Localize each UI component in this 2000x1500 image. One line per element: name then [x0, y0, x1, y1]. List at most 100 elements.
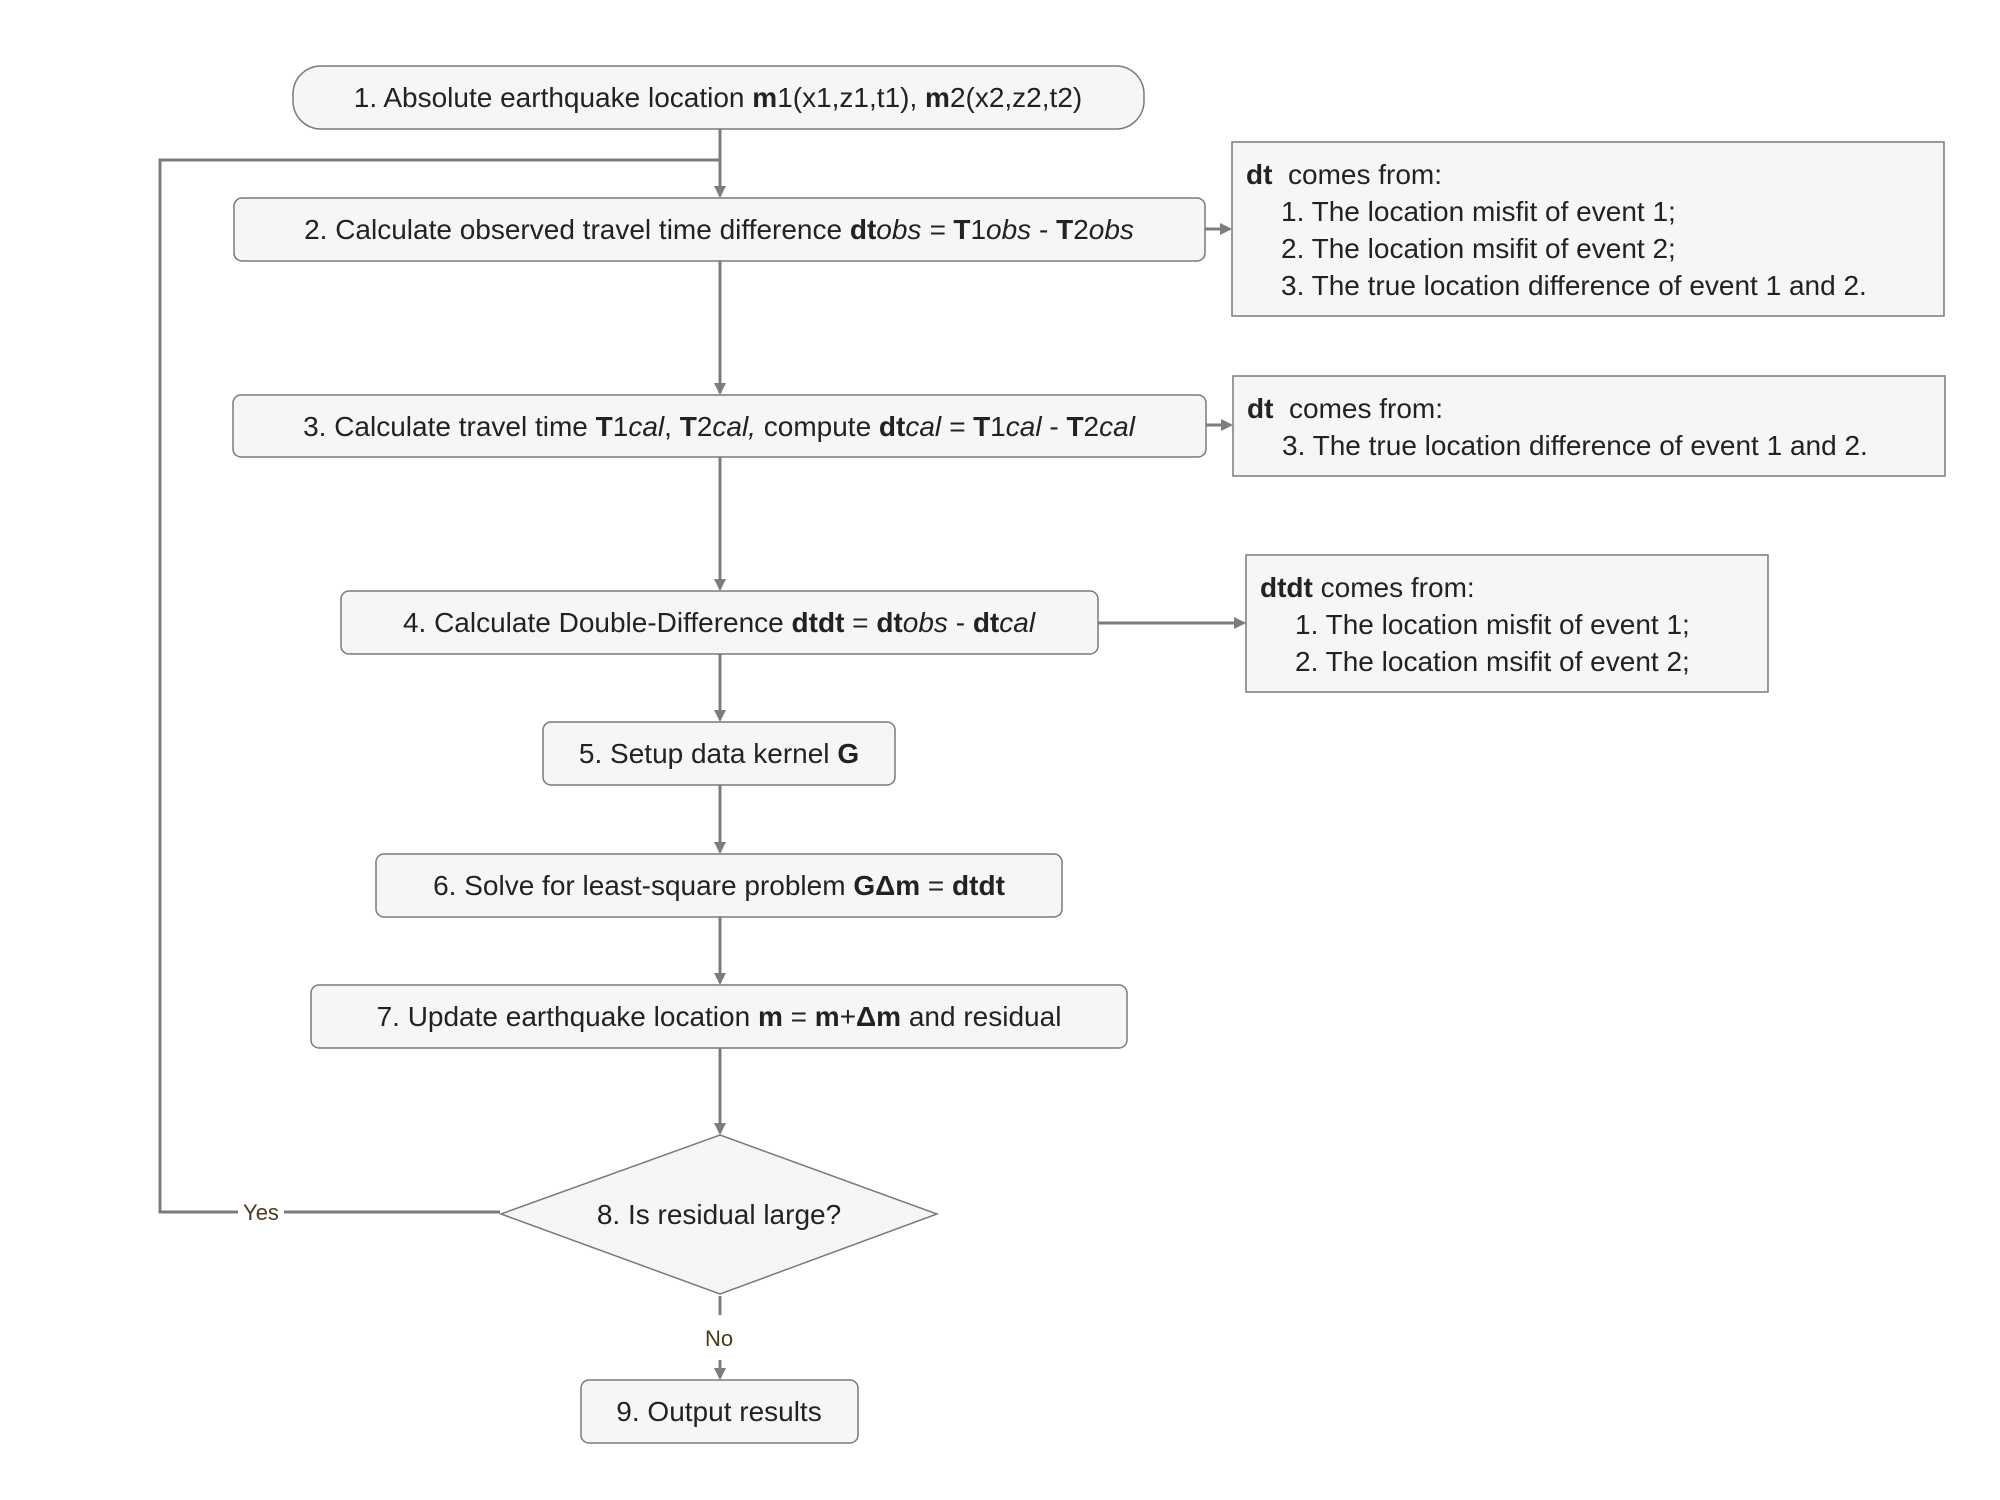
- step-4-text: 4. Calculate Double-Difference dtdt = dt…: [403, 607, 1036, 638]
- step-1-text-run-4: m: [925, 82, 950, 113]
- step-1-text-run-1: 1. Absolute earthquake location: [354, 82, 753, 113]
- no-label: No: [705, 1326, 733, 1351]
- step-2-text-run-1: 2. Calculate observed travel time differ…: [304, 214, 850, 245]
- step-1-box: 1. Absolute earthquake location m1(x1,z1…: [292, 65, 1145, 130]
- step-7-text-run-3: =: [783, 1001, 815, 1032]
- step-3-text-run-18: cal: [1099, 411, 1136, 442]
- step-7-text-run-1: 7. Update earthquake location: [377, 1001, 758, 1032]
- step-4-text-run-5: obs: [903, 607, 948, 638]
- note-3-box: dtdt comes from: 1. The location misfit …: [1245, 554, 1769, 693]
- step-7-text-run-4: m: [815, 1001, 840, 1032]
- step-3-text-run-2: T: [596, 411, 613, 442]
- step-9-text-run-1: 9. Output results: [616, 1396, 821, 1427]
- step-2-text-run-4: T: [953, 214, 970, 245]
- step-2-text-run-2: dt: [850, 214, 876, 245]
- step-7-box: 7. Update earthquake location m = m+Δm a…: [310, 984, 1128, 1049]
- note-3-line-3: 2. The location msifit of event 2;: [1295, 646, 1690, 677]
- step-5-box: 5. Setup data kernel G: [542, 721, 896, 786]
- note-1-line-4: 3. The true location difference of event…: [1281, 270, 1867, 301]
- step-9-box: 9. Output results: [580, 1379, 859, 1444]
- step-2-text-run-5: 1: [970, 214, 986, 245]
- step-6-text-run-2: GΔm: [853, 870, 920, 901]
- step-1-text-run-3: 1(x1,z1,t1),: [777, 82, 925, 113]
- note-boxes: dt comes from: 1. The location misfit of…: [1231, 141, 1946, 693]
- step-1-text: 1. Absolute earthquake location m1(x1,z1…: [354, 82, 1082, 113]
- note-1-box: dt comes from: 1. The location misfit of…: [1231, 141, 1945, 317]
- note-2-line-1: dt comes from:: [1247, 393, 1443, 424]
- step-3-text-run-4: cal: [628, 411, 665, 442]
- connectors: [158, 129, 1246, 1380]
- step-7-text-run-6: Δm: [856, 1001, 901, 1032]
- loop-yes-line-left: [158, 158, 720, 1214]
- step-6-text: 6. Solve for least-square problem GΔm = …: [433, 870, 1005, 901]
- note-3-line-1-run-1: dtdt: [1260, 572, 1313, 603]
- step-2-text-run-9: 2: [1073, 214, 1089, 245]
- step-7-text-run-7: and residual: [901, 1001, 1061, 1032]
- step-3-text-run-8: cal,: [712, 411, 756, 442]
- step-3-text-run-17: 2: [1084, 411, 1100, 442]
- step-7-text-run-2: m: [758, 1001, 783, 1032]
- note-3-line-2: 1. The location misfit of event 1;: [1295, 609, 1690, 640]
- note-2-line-1-run-2: comes from:: [1273, 393, 1443, 424]
- step-3-text-run-5: ,: [664, 411, 680, 442]
- note-1-line-4-run-1: 3. The true location difference of event…: [1281, 270, 1867, 301]
- step-6-text-run-1: 6. Solve for least-square problem: [433, 870, 853, 901]
- step-2-text-run-10: obs: [1089, 214, 1134, 245]
- step-4-box: 4. Calculate Double-Difference dtdt = dt…: [340, 590, 1099, 655]
- step-3-text-run-6: T: [680, 411, 697, 442]
- step-5-text-run-2: G: [837, 738, 859, 769]
- step-7-text: 7. Update earthquake location m = m+Δm a…: [377, 1001, 1062, 1032]
- step-5-text-run-1: 5. Setup data kernel: [579, 738, 837, 769]
- step-8-text-run-1: 8. Is residual large?: [597, 1199, 841, 1230]
- step-2-box: 2. Calculate observed travel time differ…: [233, 197, 1206, 262]
- note-3-line-1: dtdt comes from:: [1260, 572, 1475, 603]
- step-4-text-run-4: dt: [876, 607, 902, 638]
- step-2-text-run-6: obs: [986, 214, 1031, 245]
- step-3-box: 3. Calculate travel time T1cal, T2cal, c…: [232, 394, 1207, 458]
- step-3-text-run-3: 1: [613, 411, 629, 442]
- step-3-text-run-13: 1: [990, 411, 1006, 442]
- step-4-text-run-6: -: [948, 607, 973, 638]
- yes-label: Yes: [243, 1200, 279, 1225]
- step-2-text: 2. Calculate observed travel time differ…: [304, 214, 1134, 245]
- note-2-line-2: 3. The true location difference of event…: [1282, 430, 1868, 461]
- step-3-text-run-9: compute: [756, 411, 879, 442]
- step-3-text-run-15: -: [1042, 411, 1067, 442]
- step-4-text-run-2: dtdt: [792, 607, 845, 638]
- note-3-line-3-run-1: 2. The location msifit of event 2;: [1295, 646, 1690, 677]
- note-1-line-1-run-2: comes from:: [1272, 159, 1442, 190]
- step-boxes: 1. Absolute earthquake location m1(x1,z1…: [232, 65, 1207, 1444]
- step-3-text-run-1: 3. Calculate travel time: [303, 411, 596, 442]
- step-9-text: 9. Output results: [616, 1396, 821, 1427]
- step-2-text-run-8: T: [1056, 214, 1073, 245]
- step-2-text-run-3: obs =: [876, 214, 953, 245]
- step-3-text-run-16: T: [1066, 411, 1083, 442]
- note-1-line-3-run-1: 2. The location msifit of event 2;: [1281, 233, 1676, 264]
- step-8-decision: 8. Is residual large?: [498, 1134, 940, 1295]
- step-4-text-run-3: =: [844, 607, 876, 638]
- edge-labels: Yes No: [243, 1200, 733, 1351]
- step-1-text-run-5: 2(x2,z2,t2): [950, 82, 1082, 113]
- note-1-line-1: dt comes from:: [1246, 159, 1442, 190]
- note-2-box: dt comes from: 3. The true location diff…: [1232, 375, 1946, 477]
- note-3-line-2-run-1: 1. The location misfit of event 1;: [1295, 609, 1690, 640]
- step-3-text: 3. Calculate travel time T1cal, T2cal, c…: [303, 411, 1136, 442]
- step-3-text-run-11: cal =: [905, 411, 973, 442]
- step-4-text-run-1: 4. Calculate Double-Difference: [403, 607, 792, 638]
- step-6-text-run-4: dtdt: [952, 870, 1005, 901]
- note-2-line-1-run-1: dt: [1247, 393, 1273, 424]
- step-4-text-run-7: dt: [973, 607, 999, 638]
- step-4-text-run-8: cal: [999, 607, 1036, 638]
- step-2-text-run-7: -: [1031, 214, 1056, 245]
- note-1-line-3: 2. The location msifit of event 2;: [1281, 233, 1676, 264]
- step-6-text-run-3: =: [920, 870, 952, 901]
- step-8-text: 8. Is residual large?: [597, 1199, 841, 1230]
- note-1-line-2: 1. The location misfit of event 1;: [1281, 196, 1676, 227]
- step-3-text-run-14: cal: [1006, 411, 1043, 442]
- step-3-text-run-7: 2: [697, 411, 713, 442]
- note-1-line-1-run-1: dt: [1246, 159, 1272, 190]
- note-3-line-1-run-2: comes from:: [1313, 572, 1475, 603]
- step-3-text-run-12: T: [973, 411, 990, 442]
- note-1-line-2-run-1: 1. The location misfit of event 1;: [1281, 196, 1676, 227]
